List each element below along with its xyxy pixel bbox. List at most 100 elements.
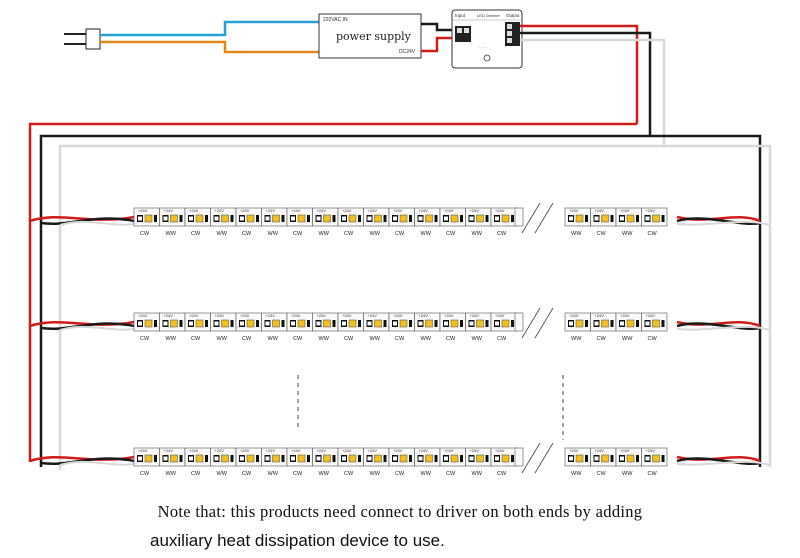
led-segment: +24V CW: [388, 207, 415, 237]
segment-channel-label: WW: [319, 471, 330, 477]
segment-channel-label: CW: [344, 471, 354, 477]
led-segment: +24V CW: [490, 312, 517, 342]
voltage-mark: +24V: [266, 313, 276, 318]
led-segment: +24V CW: [133, 207, 160, 237]
feed-white-right: [676, 325, 771, 331]
segment-channel-label: WW: [571, 471, 582, 477]
segment-channel-label: CW: [293, 336, 303, 342]
segment-channel-label: CW: [446, 471, 456, 477]
bus-white-wire: [58, 144, 772, 470]
voltage-mark: +24V: [569, 448, 579, 453]
ac-wire-orange: [100, 40, 320, 54]
segment-channel-label: WW: [370, 336, 381, 342]
led-driver-box: Input Output LED Dimmer - - - -: [451, 9, 523, 69]
voltage-mark: +24V: [470, 208, 480, 213]
feed-black-right: [676, 322, 761, 330]
segment-channel-label: WW: [370, 471, 381, 477]
led-segment: +24V CW: [490, 447, 517, 477]
voltage-mark: +24V: [595, 208, 605, 213]
segment-channel-label: WW: [166, 231, 177, 237]
segment-channel-label: CW: [191, 471, 201, 477]
led-strip-row-3: +24VCW+24VWW+24VCW+24VWW+24VCW+24VWW+24V…: [29, 442, 771, 477]
feed-white-left: [59, 220, 135, 226]
feed-black-left: [40, 217, 135, 225]
driver-red-out-wire: [520, 24, 639, 124]
power-supply-output-label: DC24V: [399, 49, 416, 55]
voltage-mark: +24V: [495, 313, 505, 318]
segment-channel-label: WW: [166, 336, 177, 342]
segment-channel-label: WW: [268, 231, 279, 237]
voltage-mark: +24V: [620, 313, 630, 318]
segment-channel-label: WW: [166, 471, 177, 477]
voltage-mark: +24V: [164, 313, 174, 318]
segment-channel-label: WW: [472, 231, 483, 237]
led-segment: +24V CW: [184, 447, 211, 477]
segment-channel-label: CW: [293, 231, 303, 237]
voltage-mark: +24V: [470, 448, 480, 453]
bus-red-wire: [28, 122, 637, 462]
feed-white-left: [59, 325, 135, 331]
segment-channel-label: CW: [344, 231, 354, 237]
voltage-mark: +24V: [495, 448, 505, 453]
driver-white-out-wire: [520, 38, 666, 146]
segment-channel-label: CW: [497, 471, 507, 477]
break-mark: [521, 202, 541, 234]
voltage-mark: +24V: [189, 448, 199, 453]
led-strips: +24VCW+24VWW+24VCW+24VWW+24VCW+24VWW+24V…: [29, 202, 771, 477]
segment-channel-label: CW: [395, 231, 405, 237]
power-supply-label: power supply: [336, 30, 412, 43]
segment-channel-label: WW: [421, 336, 432, 342]
voltage-mark: +24V: [342, 208, 352, 213]
driver-input-label: Input: [455, 13, 466, 18]
segment-channel-label: WW: [421, 231, 432, 237]
feed-black-right: [676, 457, 761, 465]
segment-channel-label: CW: [140, 231, 150, 237]
voltage-mark: +24V: [393, 448, 403, 453]
voltage-mark: +24V: [342, 448, 352, 453]
voltage-mark: +24V: [595, 313, 605, 318]
voltage-mark: +24V: [215, 208, 225, 213]
voltage-mark: +24V: [317, 448, 327, 453]
feed-black-left: [40, 322, 135, 330]
voltage-mark: +24V: [266, 448, 276, 453]
power-supply-input-label: 220VAC IN: [323, 17, 348, 23]
segment-channel-label: CW: [648, 336, 658, 342]
voltage-mark: +24V: [393, 208, 403, 213]
voltage-mark: +24V: [240, 313, 250, 318]
strip-tail: [514, 312, 524, 332]
voltage-mark: +24V: [342, 313, 352, 318]
segment-channel-label: WW: [268, 336, 279, 342]
voltage-mark: +24V: [317, 208, 327, 213]
segment-channel-label: WW: [421, 471, 432, 477]
led-segment: +24V CW: [337, 207, 364, 237]
voltage-mark: +24V: [138, 208, 148, 213]
led-segment: +24V CW: [388, 447, 415, 477]
segment-channel-label: CW: [395, 471, 405, 477]
segment-channel-label: CW: [497, 336, 507, 342]
psu-output-red-wire: [421, 36, 455, 53]
segment-channel-label: CW: [293, 471, 303, 477]
power-supply-box: 220VAC IN power supply DC24V: [318, 13, 422, 59]
feed-white-right: [676, 220, 771, 226]
voltage-mark: +24V: [368, 448, 378, 453]
